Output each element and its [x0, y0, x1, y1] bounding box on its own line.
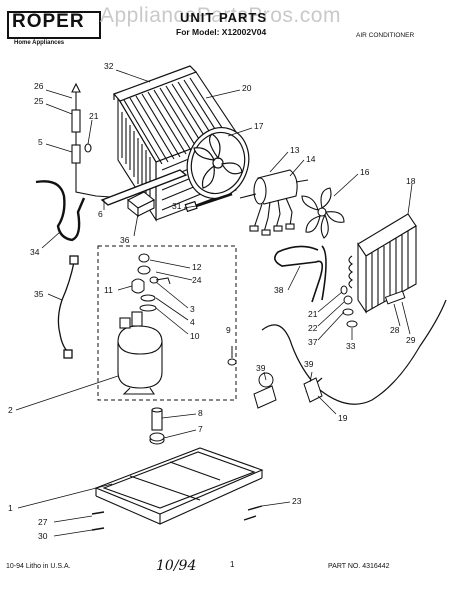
- callout-38: 38: [274, 285, 284, 295]
- callout-36: 36: [120, 235, 130, 245]
- callout-31: 31: [172, 201, 182, 211]
- callout-14: 14: [306, 154, 316, 164]
- callout-37: 37: [308, 337, 318, 347]
- compressor-group-frame: [97, 245, 237, 401]
- page-title: UNIT PARTS: [180, 10, 268, 25]
- footer-part-number: PART NO. 4316442: [328, 563, 390, 570]
- callout-27: 27: [38, 517, 48, 527]
- callout-25: 25: [34, 96, 44, 106]
- brand-subtext: Home Appliances: [14, 40, 65, 46]
- base-screws: [91, 505, 263, 531]
- blower-fan: [301, 187, 345, 239]
- callout-22: 22: [308, 323, 318, 333]
- power-cord: [57, 255, 79, 359]
- callout-9: 9: [226, 325, 231, 335]
- callout-24: 24: [192, 275, 202, 285]
- callout-12: 12: [192, 262, 202, 272]
- condenser-fan-blade: [186, 127, 250, 199]
- callout-18: 18: [406, 176, 416, 186]
- callout-4: 4: [190, 317, 195, 327]
- callout-32: 32: [104, 61, 114, 71]
- evaporator-coil: [348, 213, 417, 314]
- fan-motor: [239, 169, 309, 236]
- footer-mark: 1: [230, 560, 235, 569]
- mounting-bracket: [126, 191, 156, 218]
- callout-26: 26: [34, 81, 44, 91]
- compressor-mount: [149, 407, 165, 445]
- callout-5: 5: [38, 137, 43, 147]
- model-number: For Model: X12002V04: [176, 27, 267, 37]
- sensor-clip: [384, 290, 406, 305]
- grommet: [227, 358, 237, 366]
- small-fasteners: [340, 285, 358, 328]
- callout-21-lower: 21: [308, 309, 318, 319]
- callout-3: 3: [190, 304, 195, 314]
- callout-34: 34: [30, 247, 40, 257]
- callout-1: 1: [8, 503, 13, 513]
- callout-6: 6: [98, 209, 103, 219]
- callout-19: 19: [338, 413, 348, 423]
- callout-7: 7: [198, 424, 203, 434]
- callout-2: 2: [8, 405, 13, 415]
- callout-29: 29: [406, 335, 416, 345]
- callout-17: 17: [254, 121, 264, 131]
- appliance-category: AIR CONDITIONER: [356, 32, 415, 39]
- callout-28: 28: [390, 325, 400, 335]
- terminal-cover-parts: [131, 253, 171, 312]
- callout-21-upper: 21: [89, 111, 99, 121]
- callout-39-right: 39: [304, 359, 314, 369]
- footer-print-info: 10-94 Litho in U.S.A.: [6, 563, 71, 570]
- screw: [184, 192, 233, 213]
- callout-8: 8: [198, 408, 203, 418]
- callout-39-left: 39: [256, 363, 266, 373]
- watermark: AppliancePartsPros.com: [100, 4, 341, 27]
- compressor: [117, 311, 163, 395]
- handwritten-note: 10/94: [156, 558, 197, 574]
- callout-10: 10: [190, 331, 200, 341]
- callout-20: 20: [242, 83, 252, 93]
- callout-30: 30: [38, 531, 48, 541]
- callout-33: 33: [346, 341, 356, 351]
- shroud-top-bar: [112, 65, 198, 102]
- callout-13: 13: [290, 145, 300, 155]
- brand-logo: ROPER: [12, 11, 85, 32]
- evaporator-tubing: [274, 245, 327, 303]
- callout-35: 35: [34, 289, 44, 299]
- thermostat-parts: [253, 372, 323, 409]
- thermostat-capillary: [261, 299, 447, 405]
- service-valve-bar: [100, 169, 188, 206]
- callout-leader-lines: [15, 69, 413, 537]
- callout-23: 23: [292, 496, 302, 506]
- discharge-tube: [35, 180, 86, 242]
- base-pan: [94, 447, 264, 525]
- callout-11: 11: [104, 285, 113, 295]
- callout-16: 16: [360, 167, 370, 177]
